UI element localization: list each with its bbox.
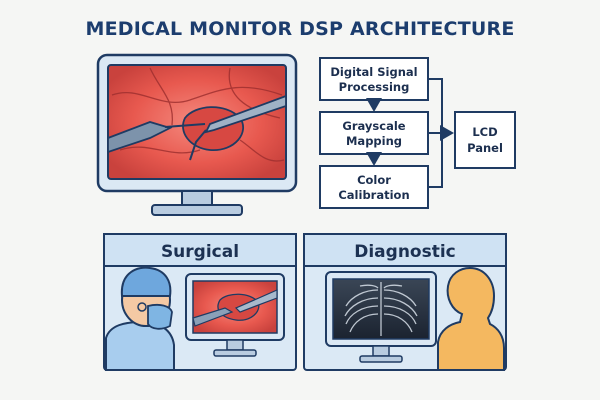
surgical-panel-title: Surgical: [161, 242, 239, 262]
tissue-image: [111, 67, 285, 162]
main-monitor-icon: [96, 53, 298, 216]
grayscale-label-line1: Grayscale: [342, 119, 405, 133]
pipeline: Digital Signal Processing Grayscale Mapp…: [319, 57, 516, 209]
xray-icon: [344, 282, 418, 336]
diagram-title: MEDICAL MONITOR DSP ARCHITECTURE: [85, 18, 515, 40]
lcd-label-line1: LCD: [472, 125, 497, 139]
dsp-label-line1: Digital Signal: [330, 65, 417, 79]
diagnostic-panel: Diagnostic: [303, 233, 507, 371]
xray-monitor-icon: [325, 271, 437, 363]
color-label-line1: Color: [357, 173, 391, 187]
color-calibration-box: Color Calibration: [319, 165, 429, 209]
color-label-line2: Calibration: [338, 188, 409, 202]
grayscale-label-line2: Mapping: [346, 134, 402, 148]
surgical-panel: Surgical: [103, 233, 297, 371]
patient-silhouette-icon: [437, 266, 505, 371]
diagnostic-panel-title: Diagnostic: [354, 242, 456, 262]
grayscale-box: Grayscale Mapping: [319, 111, 429, 155]
surgical-monitor-icon: [185, 273, 285, 357]
dsp-box: Digital Signal Processing: [319, 57, 429, 101]
surgeon-icon: [105, 266, 175, 371]
surgical-tool-icon: [107, 94, 287, 161]
dsp-label-line2: Processing: [339, 80, 410, 94]
lcd-panel-box: LCD Panel: [454, 111, 516, 169]
lcd-label-line2: Panel: [467, 141, 503, 155]
